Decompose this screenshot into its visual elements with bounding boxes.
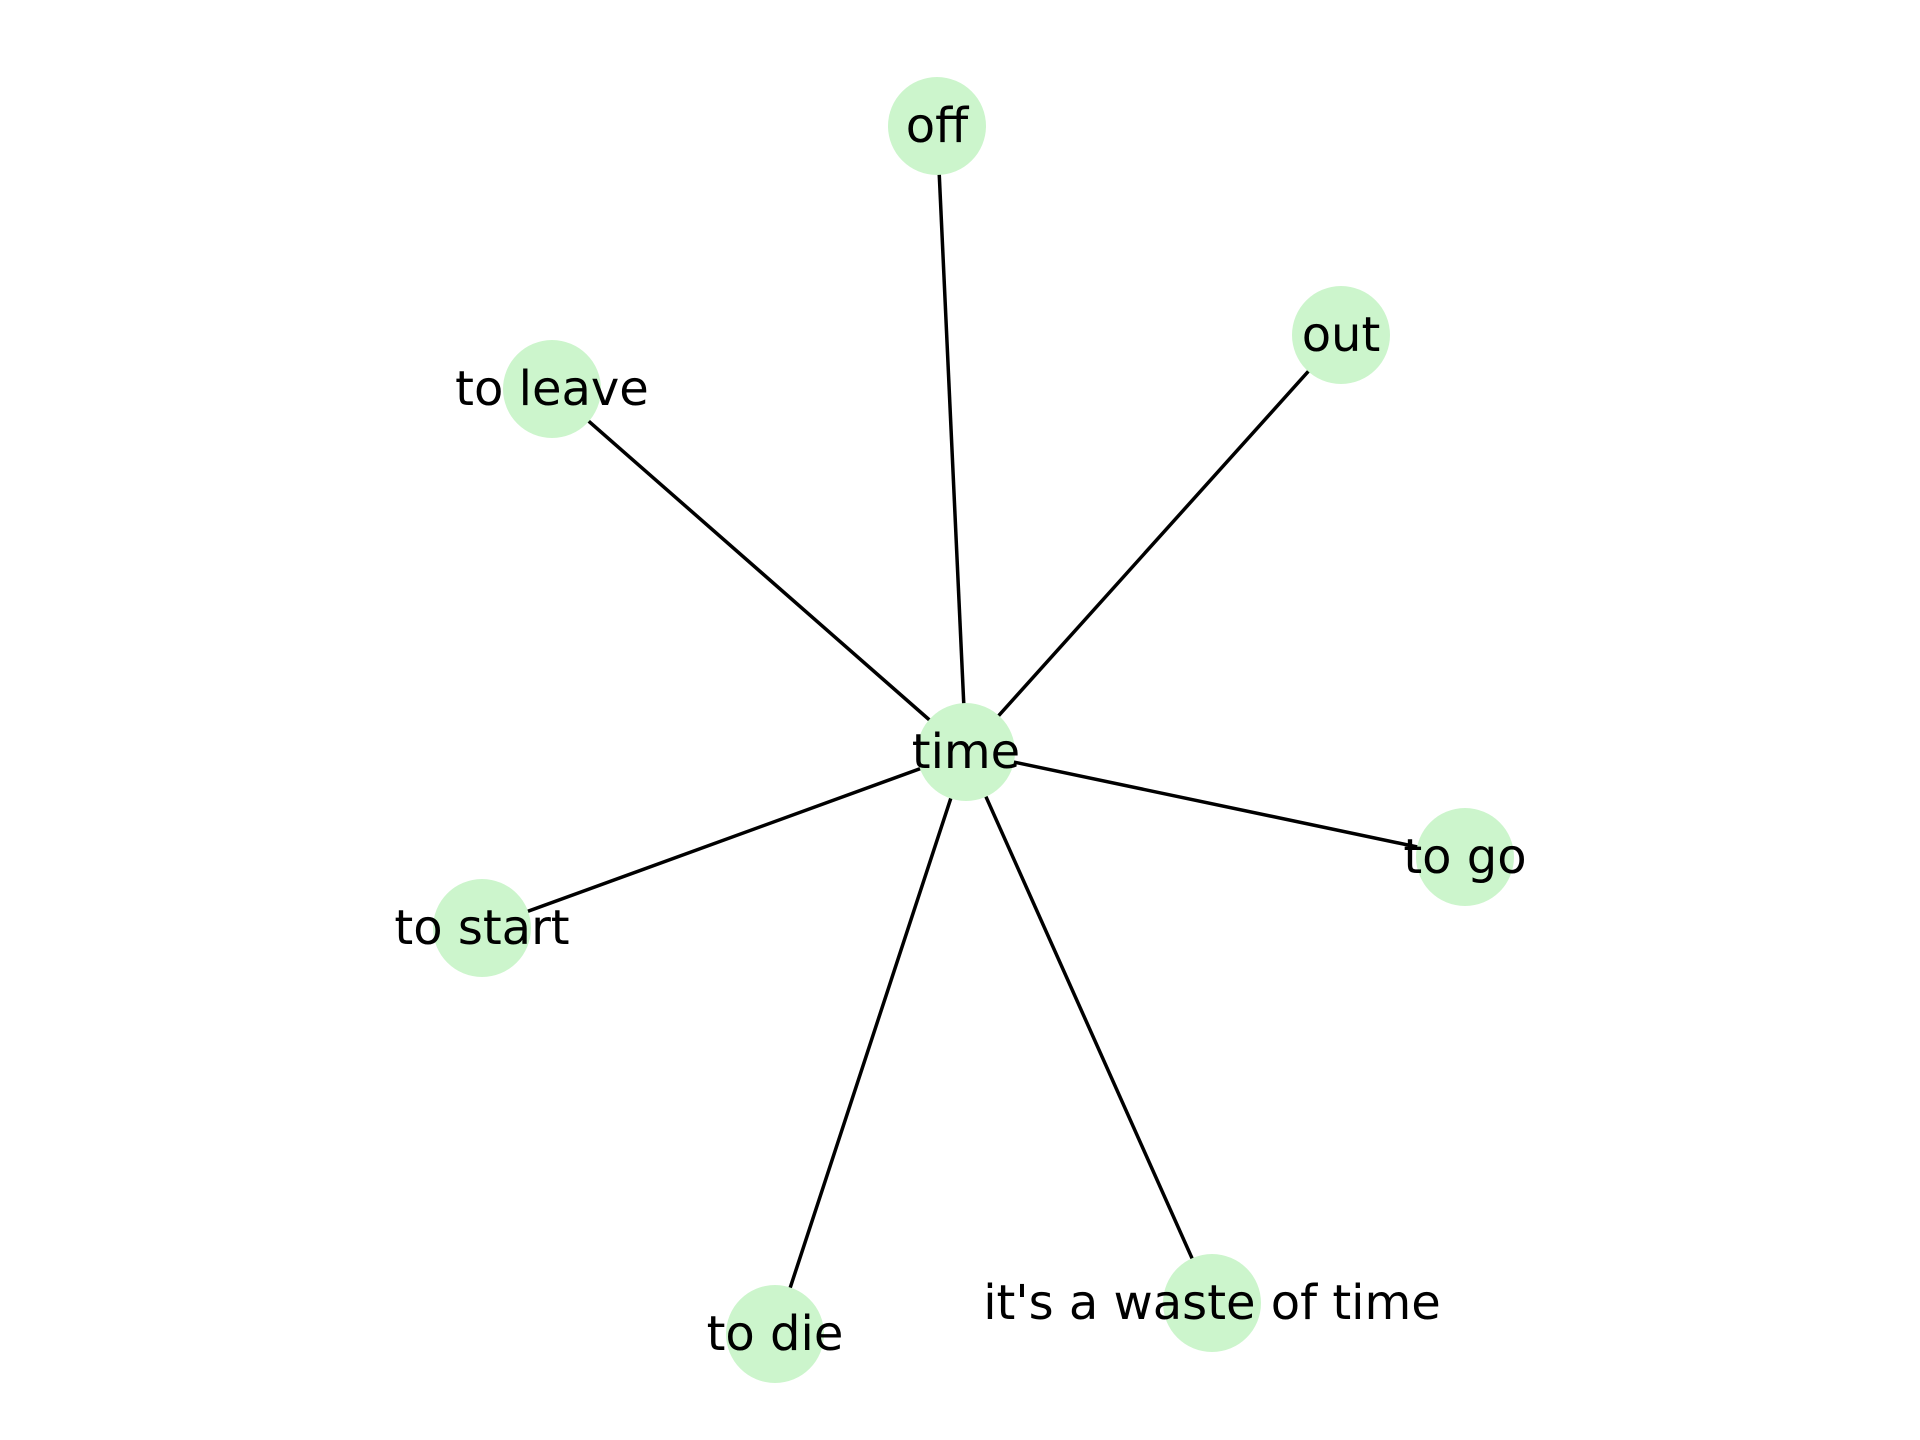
node-label: out bbox=[1302, 307, 1381, 363]
node-circle bbox=[888, 77, 986, 175]
edge-time-off bbox=[935, 125, 968, 753]
node-circle bbox=[1292, 286, 1390, 384]
node-to-leave: to leave bbox=[455, 340, 649, 438]
node-out: out bbox=[1292, 286, 1390, 384]
edge-time-to-start bbox=[481, 750, 967, 930]
node-label: to go bbox=[1403, 829, 1526, 885]
edges-layer bbox=[481, 125, 1466, 1335]
node-circle bbox=[433, 879, 531, 977]
edge-time-out bbox=[964, 333, 1343, 754]
node-to-die: to die bbox=[707, 1285, 844, 1383]
node-label: to leave bbox=[455, 361, 649, 417]
node-waste: it's a waste of time bbox=[983, 1254, 1441, 1352]
node-off: off bbox=[888, 77, 986, 175]
node-circle bbox=[1416, 808, 1514, 906]
node-circle bbox=[726, 1285, 824, 1383]
edge-time-to-leave bbox=[550, 387, 968, 754]
node-to-start: to start bbox=[394, 879, 570, 977]
nodes-layer: time off out to leave to go to start to die it'… bbox=[394, 77, 1527, 1383]
node-circle bbox=[917, 703, 1015, 801]
edge-time-to-die bbox=[773, 751, 968, 1335]
node-circle bbox=[503, 340, 601, 438]
node-circle bbox=[1163, 1254, 1261, 1352]
node-label: to die bbox=[707, 1306, 844, 1362]
edge-time-to-go bbox=[965, 750, 1466, 859]
node-label: to start bbox=[394, 900, 569, 956]
node-label: it's a waste of time bbox=[983, 1275, 1441, 1331]
node-time: time bbox=[912, 703, 1020, 801]
node-label: time bbox=[912, 724, 1020, 780]
edge-time-waste bbox=[964, 751, 1214, 1304]
node-to-go: to go bbox=[1403, 808, 1527, 906]
node-label: off bbox=[906, 98, 969, 154]
